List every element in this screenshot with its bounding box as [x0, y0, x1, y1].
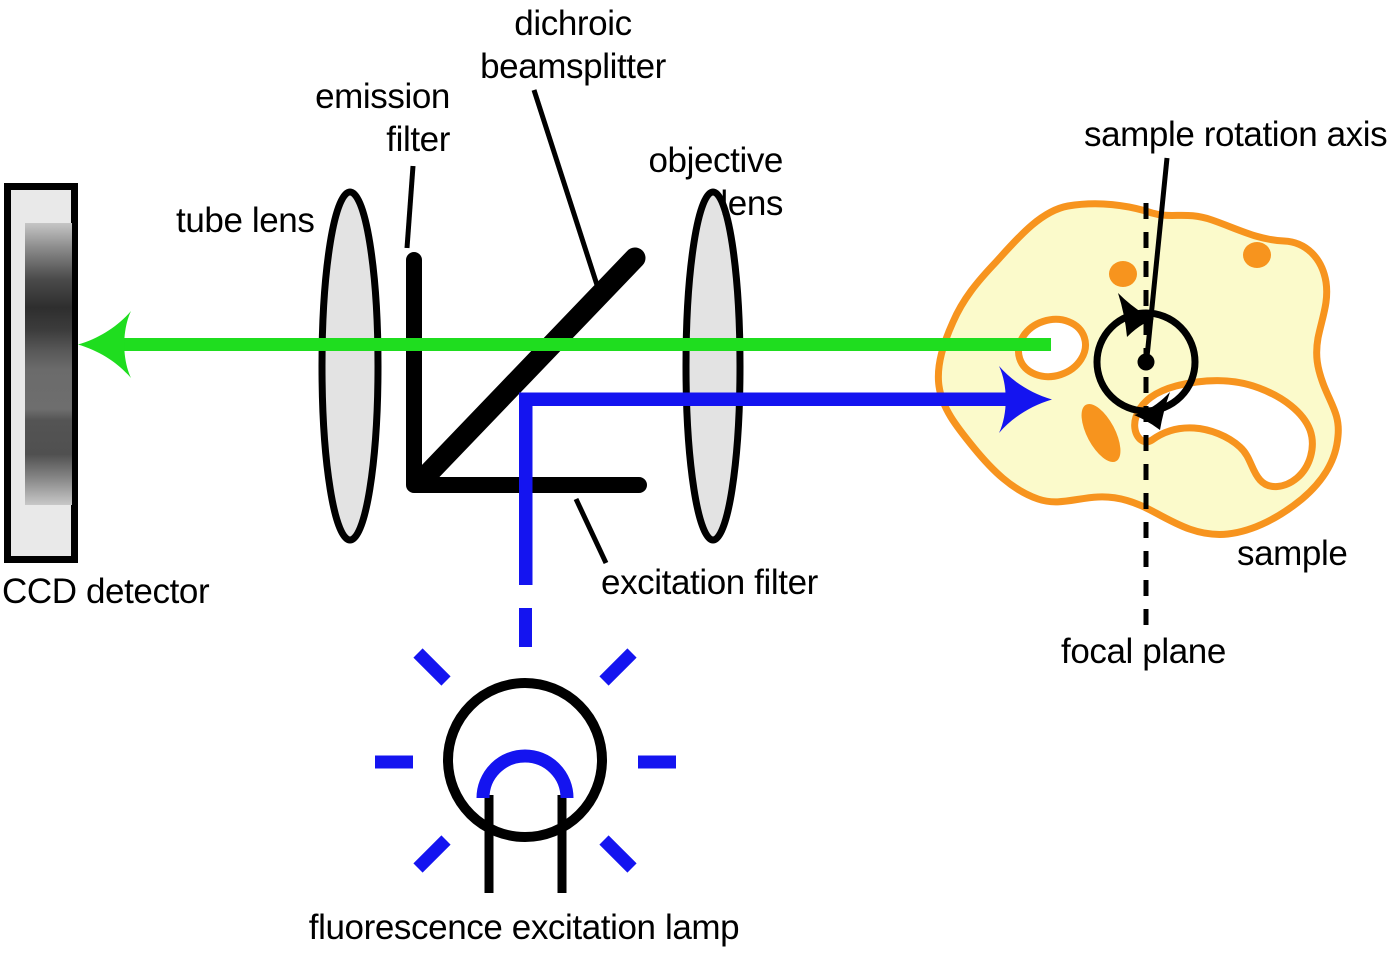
emission-filter-label: emission filter — [250, 75, 450, 161]
lamp-rays — [375, 608, 676, 873]
fluorescence-excitation-lamp-label: fluorescence excitation lamp — [308, 908, 740, 947]
rotation-arrowhead-bottom — [1134, 392, 1170, 430]
lamp-filament — [476, 749, 574, 799]
objective-lens-label: objective lens — [583, 139, 783, 225]
objective-label-line2: lens — [720, 184, 783, 223]
emission-beam-arrowhead — [78, 311, 131, 378]
excitation-beam-vertical — [519, 393, 533, 585]
rotation-axis-leader-line — [1144, 157, 1170, 358]
lamp-bulb — [443, 678, 607, 842]
emission-and-excitation-filter-bars — [406, 252, 647, 493]
emission-filter-leader-line — [404, 165, 416, 249]
ccd-detector-label: CCD detector — [2, 572, 210, 611]
excitation-filter-label: excitation filter — [601, 563, 818, 602]
objective-label-line1: objective — [648, 141, 783, 180]
excitation-beam-arrow — [519, 366, 1052, 585]
sample-body — [934, 200, 1342, 538]
sample-spot-1 — [1109, 261, 1137, 287]
sample-spot-3 — [1081, 403, 1121, 463]
excitation-beam-shaft — [519, 392, 1009, 406]
excitation-filter-leader-line — [573, 497, 609, 565]
rotation-axis-dot — [1137, 353, 1155, 371]
tube-lens-shape — [318, 188, 382, 544]
rotation-arrowhead-top — [1118, 293, 1154, 337]
sample-hole-left — [1015, 315, 1089, 381]
dichroic-label-line2: beamsplitter — [480, 47, 666, 86]
emission-beam-arrow — [78, 311, 1051, 378]
excitation-beam-arrowhead — [999, 366, 1052, 433]
sample-hole-crescent — [1131, 377, 1316, 490]
sample-blob — [934, 200, 1342, 538]
dichroic-label-line1: dichroic — [514, 4, 632, 43]
emission-filter-label-line2: filter — [386, 120, 450, 159]
ccd-intensity-strip — [25, 223, 72, 505]
ccd-detector-shape — [4, 183, 78, 563]
tube-lens-label: tube lens — [176, 201, 315, 240]
sample-rotation-axis-label: sample rotation axis — [1084, 115, 1388, 154]
dichroic-beamsplitter-bar — [412, 247, 646, 490]
emission-beam-shaft — [120, 338, 1051, 351]
rotation-axis-marker — [1093, 157, 1199, 430]
beamsplitter-leader-line — [531, 89, 600, 286]
sample-label: sample — [1237, 534, 1348, 573]
focal-plane-label: focal plane — [1061, 632, 1226, 671]
emission-filter-label-line1: emission — [315, 77, 450, 116]
dichroic-beamsplitter-label: dichroic beamsplitter — [433, 2, 713, 88]
excitation-lamp-icon — [375, 608, 676, 893]
sample-spot-2 — [1243, 242, 1271, 268]
objective-lens-shape — [682, 188, 744, 544]
